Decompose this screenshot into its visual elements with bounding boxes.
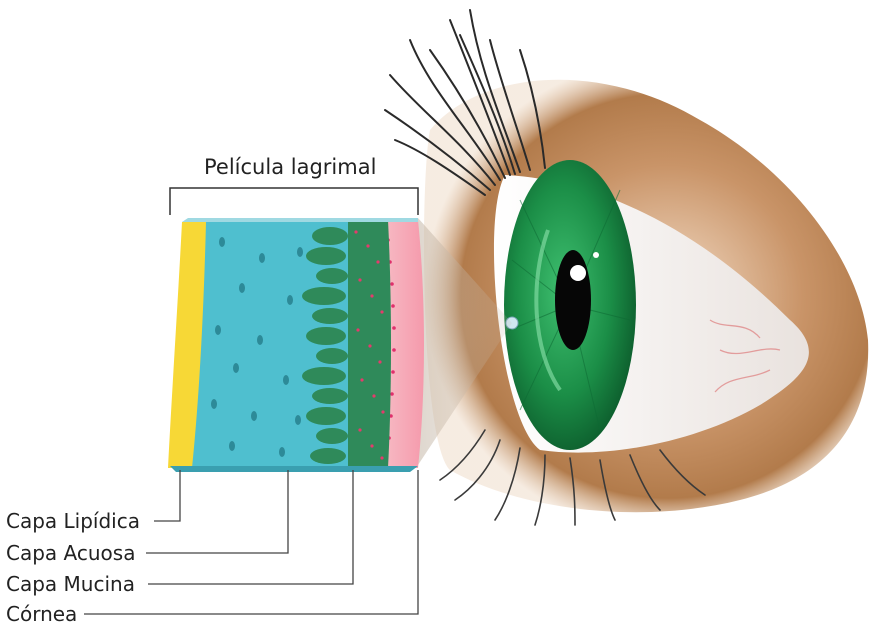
iris-highlight xyxy=(593,252,599,258)
leader-mucin xyxy=(148,470,353,584)
tear-film-block xyxy=(168,218,424,472)
block-bottom-face xyxy=(170,466,418,472)
pupil-highlight xyxy=(570,265,586,281)
mucin-layer xyxy=(345,220,391,468)
block-top-face xyxy=(182,218,418,222)
label-cornea: Córnea xyxy=(6,603,77,625)
label-aqueous-layer: Capa Acuosa xyxy=(6,542,135,564)
leader-aqueous xyxy=(146,470,288,553)
pupil xyxy=(555,250,591,350)
tear-film-bracket xyxy=(170,188,418,215)
leader-lipid xyxy=(154,470,180,521)
tear-film-title: Película lagrimal xyxy=(204,156,376,178)
label-lipid-layer: Capa Lipídica xyxy=(6,510,140,532)
label-mucin-layer: Capa Mucina xyxy=(6,573,135,595)
